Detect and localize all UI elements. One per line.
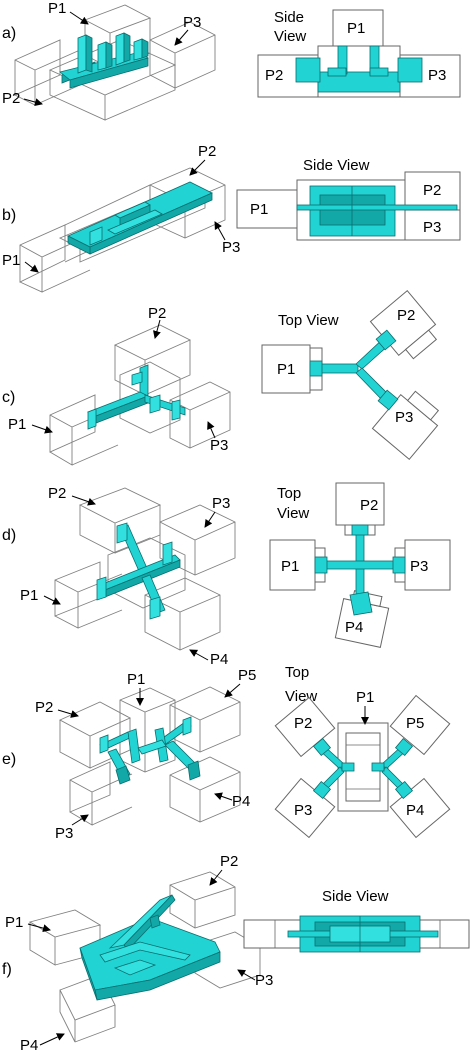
panel-c-view-p2: P2	[397, 307, 415, 324]
panel-f-label-p3: P3	[255, 972, 273, 989]
panel-a-side-view: Side View P1 P2 P3	[257, 9, 461, 98]
panel-d-3d-model	[54, 487, 236, 651]
panel-c-view-p3: P3	[395, 409, 413, 426]
panel-b-3d-model	[19, 167, 226, 293]
panel-f-side-view: Side View	[243, 888, 470, 953]
panel-e-tag: e)	[2, 751, 16, 768]
panel-a-label-p2: P2	[2, 90, 20, 107]
panel-c-label-p1: P1	[8, 416, 26, 433]
panel-e-view-line-1: Top	[285, 664, 309, 681]
panel-c-view-title: Top View	[278, 312, 339, 329]
panel-e-view-p4: P4	[406, 802, 424, 819]
panel-c: c) P2 P1 P3 Top View	[2, 290, 440, 466]
panel-c-label-p2: P2	[148, 305, 166, 322]
panel-a-view-line-2: View	[274, 28, 306, 45]
panel-c-top-view: Top View P1 P2 P3	[261, 290, 440, 460]
panel-e-view-p2: P2	[294, 715, 312, 732]
panel-e: e) P1 P2 P5 P4 P3 Top	[2, 664, 451, 842]
panel-c-tag: c)	[2, 389, 15, 406]
panel-b-tag: b)	[2, 207, 16, 224]
panel-b-view-p1: P1	[250, 201, 268, 218]
panel-e-view-p3: P3	[294, 802, 312, 819]
panel-e-label-p5: P5	[238, 667, 256, 684]
panel-a-3d-model	[14, 4, 216, 121]
panel-f-label-p1: P1	[5, 914, 23, 931]
panel-b-view-p3: P3	[423, 219, 441, 236]
panel-b-label-p2: P2	[198, 143, 216, 160]
panel-c-label-p3: P3	[210, 437, 228, 454]
panel-b-view-p2: P2	[423, 182, 441, 199]
panel-d-top-view: Top View P2 P1 P3 P4	[269, 482, 451, 648]
panel-a: a) P1 P3 P2 Side View	[2, 0, 461, 121]
panel-d-view-p3: P3	[410, 558, 428, 575]
panel-d-view-p4: P4	[345, 619, 363, 636]
panel-b-label-p3: P3	[222, 239, 240, 256]
panel-a-label-p3: P3	[183, 14, 201, 31]
panel-d-label-p3: P3	[212, 495, 230, 512]
panel-c-view-p1: P1	[277, 361, 295, 378]
panel-f-label-p2: P2	[220, 853, 238, 870]
panel-e-top-view: Top View P1 P2 P5 P3 P4	[274, 664, 451, 839]
panel-e-view-p5: P5	[406, 715, 424, 732]
panel-b-label-p1: P1	[2, 252, 20, 269]
panel-d-view-line-2: View	[277, 505, 309, 522]
panel-a-tag: a)	[2, 25, 16, 42]
panel-e-3d-model	[58, 686, 241, 826]
panel-e-label-p3: P3	[55, 825, 73, 842]
panel-b-side-view: Side View P1 P2 P3	[236, 157, 461, 241]
panel-a-label-p1: P1	[48, 0, 66, 17]
panel-d-tag: d)	[2, 527, 16, 544]
panel-e-label-p2: P2	[35, 699, 53, 716]
panel-d-label-p2: P2	[48, 485, 66, 502]
panel-e-label-p4: P4	[232, 793, 250, 810]
panel-f-3d-model	[28, 871, 261, 1043]
panel-d-view-p2: P2	[360, 497, 378, 514]
panel-d-label-p1: P1	[20, 587, 38, 604]
panel-c-3d-model	[49, 324, 231, 466]
panel-f: f) P2 P1 P3 P4 Side View	[2, 853, 470, 1054]
panel-a-view-p1: P1	[347, 20, 365, 37]
panel-d-view-line-1: Top	[277, 485, 301, 502]
panel-e-view-p1: P1	[356, 689, 374, 706]
panel-d-view-p1: P1	[281, 558, 299, 575]
panel-e-label-p1: P1	[127, 671, 145, 688]
panel-d: d) P2 P3 P1 P4 Top View	[2, 482, 451, 668]
panel-a-view-p2: P2	[265, 67, 283, 84]
panel-d-label-p4: P4	[210, 651, 228, 668]
panel-a-view-line-1: Side	[274, 9, 304, 26]
panel-f-view-title: Side View	[322, 888, 389, 905]
panel-f-label-p4: P4	[20, 1037, 38, 1054]
panel-a-view-p3: P3	[428, 67, 446, 84]
panel-b-view-title: Side View	[303, 157, 370, 174]
panel-f-tag: f)	[2, 961, 12, 978]
panel-b: b) P2 P3 P1 Side View	[2, 143, 461, 293]
